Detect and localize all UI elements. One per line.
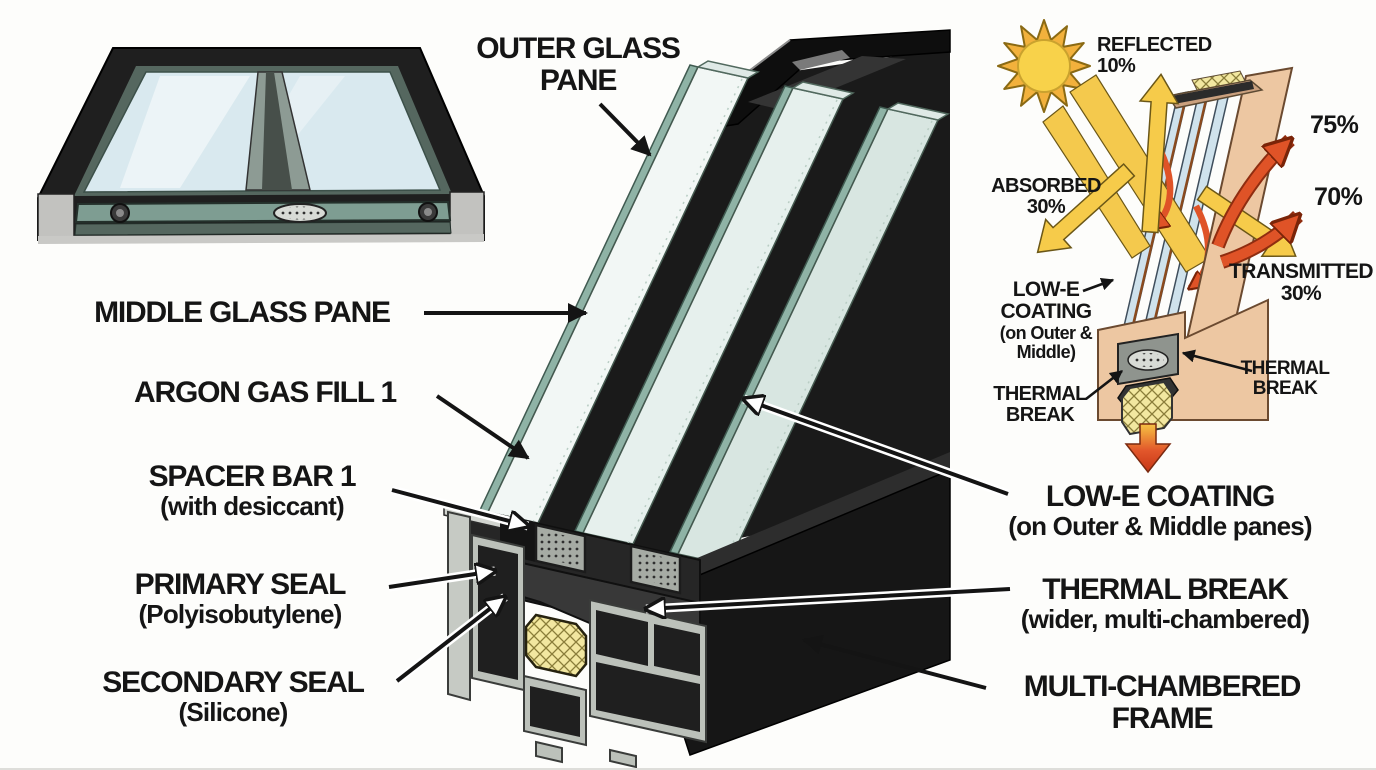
label-absorbed-text: ABSORBED <box>991 175 1101 197</box>
label-spacer-bar-line1: SPACER BAR 1 <box>148 460 357 493</box>
label-outer-glass-pane-line1: OUTER GLASS <box>476 32 681 65</box>
label-transmitted-text: TRANSMITTED <box>1229 260 1373 283</box>
reflected-arrow <box>1138 73 1180 234</box>
label-secondary-seal: SECONDARY SEAL (Silicone) <box>102 666 365 728</box>
label-low-e-small-line3: (on Outer & <box>999 322 1093 343</box>
label-multi-chambered-frame-line1: MULTI-CHAMBERED <box>1023 670 1302 703</box>
label-spacer-bar: SPACER BAR 1 (with desiccant) <box>148 460 357 522</box>
label-thermal-break-line1: THERMAL BREAK <box>1042 573 1289 606</box>
label-reflected: REFLECTED 10% <box>1097 34 1212 78</box>
label-transmitted-value: 30% <box>1280 282 1322 306</box>
label-pct-75: 75% <box>1310 111 1359 139</box>
label-low-e-coating-small: LOW-E COATING (on Outer & Middle) <box>999 278 1093 363</box>
label-thermal-right-line2: BREAK <box>1252 378 1318 400</box>
main-window-cutaway <box>443 29 951 768</box>
frame-profile-cut-face <box>443 502 707 768</box>
sun-icon <box>997 19 1091 113</box>
label-absorbed-value: 30% <box>1026 196 1066 219</box>
label-spacer-bar-line2: (with desiccant) <box>160 491 344 522</box>
label-low-e-small-line2: COATING <box>1000 300 1092 324</box>
label-argon-gas-fill: ARGON GAS FILL 1 <box>134 376 397 409</box>
label-secondary-seal-line1: SECONDARY SEAL <box>102 666 365 699</box>
label-pct-70: 70% <box>1314 183 1363 211</box>
label-absorbed: ABSORBED 30% <box>991 175 1101 219</box>
isometric-window-illustration <box>37 47 485 244</box>
label-thermal-left-line1: THERMAL <box>993 383 1087 405</box>
label-low-e-coating: LOW-E COATING (on Outer & Middle panes) <box>1008 480 1312 542</box>
absorbed-arrow <box>1036 162 1136 254</box>
label-outer-glass-pane: OUTER GLASS PANE <box>476 32 681 98</box>
heat-70-arrow <box>1220 216 1298 267</box>
label-low-e-small-line4: Middle) <box>1016 342 1076 363</box>
label-thermal-break-line2: (wider, multi-chambered) <box>1020 604 1310 635</box>
label-thermal-break-small-right: THERMAL BREAK <box>1240 358 1330 400</box>
label-thermal-break-small-left: THERMAL BREAK <box>993 383 1087 427</box>
label-middle-glass-pane: MIDDLE GLASS PANE <box>94 296 391 329</box>
label-reflected-value: 10% <box>1097 55 1136 78</box>
label-reflected-text: REFLECTED <box>1097 34 1212 56</box>
label-thermal-break: THERMAL BREAK (wider, multi-chambered) <box>1020 573 1310 635</box>
label-multi-chambered-frame: MULTI-CHAMBERED FRAME <box>1023 670 1302 736</box>
label-low-e-coating-line2: (on Outer & Middle panes) <box>1008 511 1312 542</box>
heat-75-arrow <box>1213 140 1290 248</box>
label-primary-seal-line2: (Polyisobutylene) <box>138 599 342 630</box>
label-pointer-arrows <box>388 102 1011 690</box>
label-secondary-seal-line2: (Silicone) <box>178 697 288 728</box>
label-outer-glass-pane-line2: PANE <box>539 64 618 98</box>
label-transmitted: TRANSMITTED 30% <box>1229 260 1373 306</box>
label-low-e-small-line1: LOW-E <box>1012 278 1080 301</box>
label-thermal-left-line2: BREAK <box>1005 404 1075 427</box>
label-primary-seal-line1: PRIMARY SEAL <box>134 568 347 601</box>
label-multi-chambered-frame-line2: FRAME <box>1111 702 1214 736</box>
label-thermal-right-line1: THERMAL <box>1240 358 1330 379</box>
energy-flow-diagram <box>997 19 1306 474</box>
label-low-e-coating-line1: LOW-E COATING <box>1045 480 1275 513</box>
label-primary-seal: PRIMARY SEAL (Polyisobutylene) <box>134 568 347 630</box>
